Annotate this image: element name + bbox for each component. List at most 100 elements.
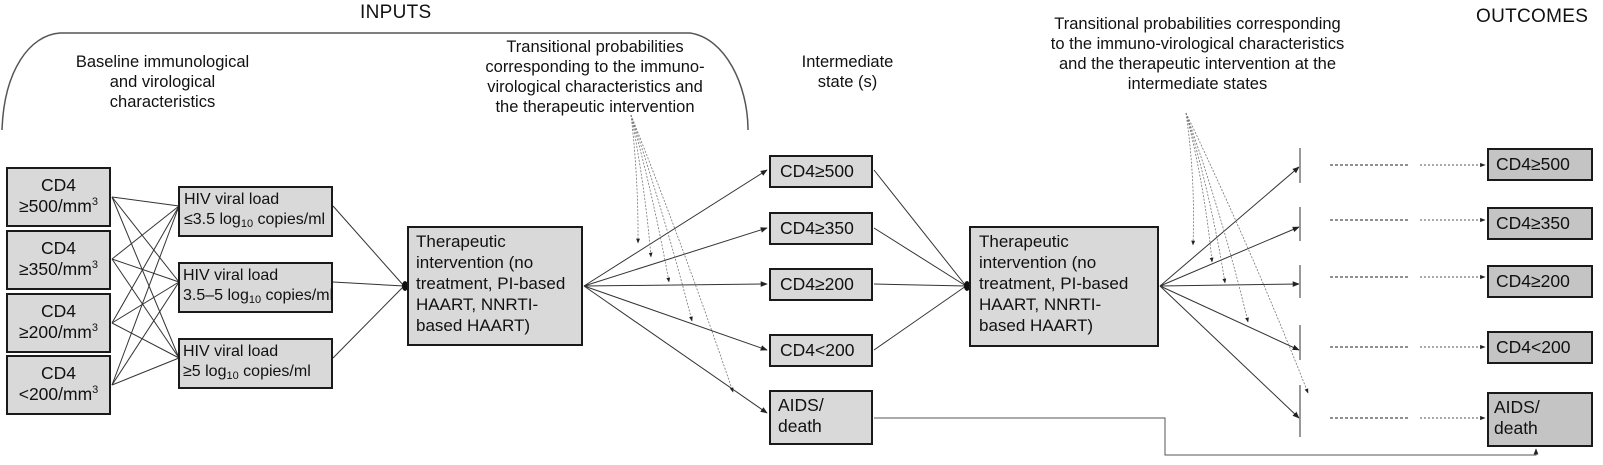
log-base: 10	[240, 218, 254, 230]
cd4-unit-exponent: 3	[92, 384, 99, 396]
therapy-to-state-arrow	[583, 285, 768, 351]
therapeutic-intervention-box: Therapeutic intervention (no treatment, …	[407, 226, 583, 346]
transitional-probability-dotted-arrow	[1185, 112, 1214, 263]
state-label: CD4<200	[780, 340, 855, 360]
intermediate-annotation-line: Intermediate	[801, 53, 894, 71]
baseline-to-viral-load-line	[111, 322, 180, 359]
therapy-to-cycle-arrow	[1159, 285, 1300, 419]
baseline-annotation: Baseline immunological and virological c…	[55, 52, 270, 112]
cd4-threshold: <200/mm	[18, 384, 93, 404]
cd4-unit-exponent: 3	[91, 196, 98, 208]
baseline-to-viral-load-line	[111, 281, 180, 386]
therapy-to-cycle-arrow	[1159, 281, 1300, 287]
state-label: CD4≥500	[780, 161, 854, 181]
state-label: AIDS/	[778, 395, 824, 415]
state-label: CD4≥350	[780, 218, 854, 238]
baseline-to-viral-load-line	[111, 281, 180, 324]
therapeutic-line: HAART, NNRTI-	[979, 295, 1102, 314]
cd4-threshold: ≥500/mm	[19, 196, 92, 216]
viral-load-to-therapy-line	[332, 205, 405, 287]
viral-load-range: 3.5–5 log	[183, 287, 249, 304]
therapeutic-line: Therapeutic	[979, 232, 1069, 251]
therapy-junction-dot	[402, 281, 408, 291]
baseline-cd4-box: CD4 ≥200/mm3	[6, 293, 111, 353]
therapy-junction-dot	[964, 281, 970, 291]
cd4-label: CD4	[40, 238, 76, 258]
log-base: 10	[248, 294, 262, 306]
state-to-therapy-line	[873, 227, 967, 287]
viral-load-to-therapy-line	[332, 281, 405, 287]
transitional-probability-dotted-arrow	[630, 114, 693, 322]
baseline-to-viral-load-line	[111, 196, 180, 359]
inputs-bracket	[1, 32, 749, 131]
baseline-to-viral-load-line	[111, 205, 180, 386]
viral-load-to-therapy-line	[332, 285, 405, 359]
transitional-annotation-line: and the therapeutic intervention at the	[1058, 55, 1337, 73]
cd4-threshold: ≥200/mm	[19, 322, 92, 342]
aids-death-absorbing-path	[874, 417, 1539, 456]
baseline-annotation-line: characteristics	[109, 93, 216, 111]
viral-load-unit: copies/ml	[253, 211, 326, 228]
baseline-to-viral-load-line	[111, 205, 180, 260]
state-label: CD4≥200	[780, 274, 854, 294]
transitional-annotation-line: Transitional probabilities	[506, 38, 684, 56]
cd4-label: CD4	[40, 363, 76, 383]
outcome-label: AIDS/	[1494, 397, 1540, 417]
viral-load-label: HIV viral load	[183, 267, 279, 284]
viral-load-label: HIV viral load	[183, 343, 279, 360]
intermediate-state-box: CD4≥350	[769, 212, 873, 245]
log-base: 10	[226, 370, 239, 382]
baseline-annotation-line: and virological	[109, 73, 216, 91]
therapeutic-line: based HAART)	[416, 316, 531, 335]
therapy-to-cycle-arrow	[1159, 166, 1300, 287]
cd4-unit-exponent: 3	[91, 322, 98, 334]
transitional-probability-dotted-arrow	[630, 114, 734, 393]
intermediate-state-annotation: Intermediate state (s)	[780, 52, 915, 92]
transitional-probability-dotted-arrow	[630, 114, 671, 283]
viral-load-box: HIV viral load 3.5–5 log10 copies/ml	[178, 262, 333, 313]
outcome-box: CD4≥200	[1487, 265, 1593, 298]
baseline-to-viral-load-line	[111, 258, 180, 283]
therapy-to-state-arrow	[583, 169, 768, 287]
cd4-unit-exponent: 3	[91, 259, 98, 271]
therapy-to-cycle-arrow	[1159, 285, 1300, 351]
transitional-probability-dotted-arrow	[1185, 112, 1196, 246]
outcome-label: CD4≥500	[1496, 154, 1570, 174]
state-to-therapy-line	[873, 283, 967, 287]
baseline-cd4-box: CD4 ≥500/mm3	[6, 167, 111, 227]
transitional-probability-dotted-arrow	[1185, 112, 1227, 284]
transitional-annotation-intermediate: Transitional probabilities corresponding…	[1045, 14, 1350, 94]
outcome-box: CD4≥500	[1487, 148, 1593, 181]
intermediate-annotation-line: state (s)	[817, 73, 878, 91]
intermediate-state-box: CD4<200	[769, 334, 873, 367]
transitional-annotation-line: to the immuno-virological characteristic…	[1050, 35, 1345, 53]
baseline-cd4-box: CD4 <200/mm3	[6, 355, 111, 415]
therapeutic-line: based HAART)	[979, 316, 1094, 335]
viral-load-box: HIV viral load ≤3.5 log10 copies/ml	[178, 186, 333, 237]
therapeutic-line: intervention (no	[979, 253, 1097, 272]
transitional-probability-dotted-arrow	[1185, 112, 1249, 323]
intermediate-state-box: CD4≥500	[769, 155, 873, 188]
transitional-probability-dotted-arrow	[630, 114, 640, 244]
baseline-to-viral-load-line	[111, 258, 180, 359]
transitional-annotation-line: virological characteristics and	[487, 78, 703, 96]
baseline-to-viral-load-line	[111, 205, 180, 324]
intermediate-state-box: CD4≥200	[769, 268, 873, 301]
baseline-to-viral-load-line	[111, 196, 180, 207]
baseline-to-viral-load-line	[111, 357, 180, 386]
transitional-probability-dotted-arrow	[630, 114, 653, 258]
viral-load-box: HIV viral load ≥5 log10 copies/ml	[178, 338, 333, 389]
viral-load-unit: copies/ml	[261, 287, 334, 304]
therapy-to-cycle-arrow	[1159, 226, 1300, 287]
cd4-label: CD4	[40, 301, 76, 321]
therapy-to-state-arrow	[583, 281, 768, 287]
transitional-annotation-inputs: Transitional probabilities corresponding…	[460, 37, 730, 117]
therapeutic-line: treatment, PI-based	[979, 274, 1129, 293]
outcome-box: CD4<200	[1487, 331, 1593, 364]
outcome-box: CD4≥350	[1487, 207, 1593, 240]
outcome-label: CD4≥200	[1496, 271, 1570, 291]
baseline-to-viral-load-line	[111, 196, 180, 283]
transitional-annotation-line: the therapeutic intervention	[495, 98, 695, 116]
viral-load-unit: copies/ml	[238, 363, 311, 380]
